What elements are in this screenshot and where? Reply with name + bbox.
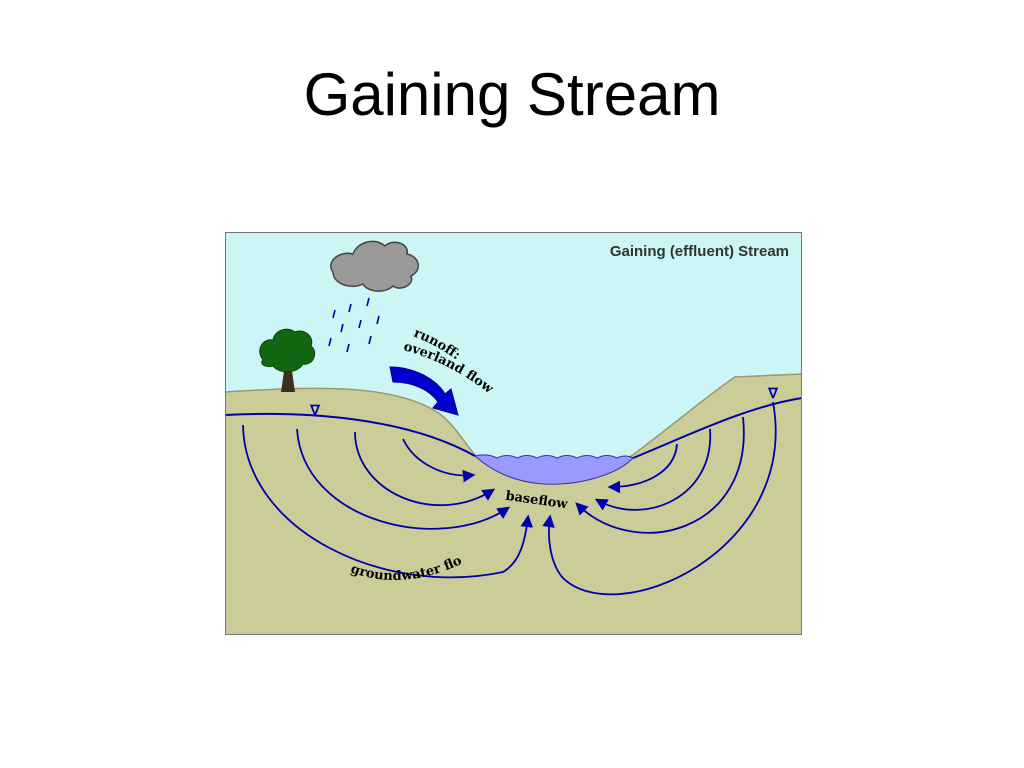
flow-line-left-4 (242, 424, 534, 579)
diagram-heading: Gaining (effluent) Stream (610, 243, 789, 260)
diagram-svg: ∇ ∇ (225, 232, 802, 635)
slide-title: Gaining Stream (303, 61, 721, 128)
flow-lines-right (542, 401, 777, 596)
flow-line-left-3 (296, 428, 511, 530)
flow-lines-left (242, 424, 534, 579)
flow-line-right-2 (594, 428, 711, 511)
flow-line-left-1 (402, 438, 476, 483)
runoff-arrow-icon (389, 366, 459, 416)
water-table-line (225, 397, 802, 459)
tree-icon (259, 328, 316, 392)
gaining-stream-diagram: ∇ ∇ (225, 232, 802, 635)
flow-line-right-1 (607, 443, 678, 494)
rain-cloud-icon (330, 240, 419, 292)
rain-drops (328, 297, 380, 353)
flow-line-right-3 (575, 416, 745, 534)
flow-line-left-2 (354, 431, 496, 507)
water-table-symbol-left: ∇ (309, 402, 320, 418)
stream-water (473, 454, 634, 485)
diagram-border (225, 232, 802, 635)
water-table-symbol-right: ∇ (767, 385, 778, 401)
flow-line-right-4 (542, 401, 777, 596)
